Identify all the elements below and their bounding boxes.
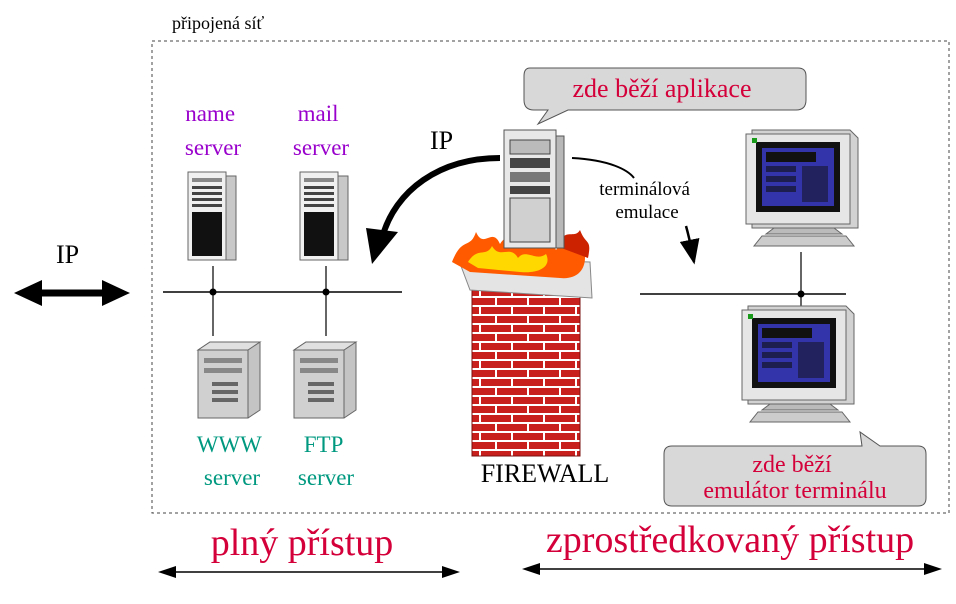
www-server-label: WWW server [197, 432, 267, 490]
firewall-brick-wall-icon [457, 257, 593, 457]
ip-curved-arrow [379, 155, 501, 239]
ftp-server-box-icon [293, 341, 357, 419]
ftp-server-label: FTP server [298, 432, 355, 490]
svg-text:zde běží aplikace: zde běží aplikace [573, 74, 752, 103]
application-bubble: zde běží aplikace [523, 67, 807, 126]
svg-text:zde běží emulátor termin: zde běží emulátor terminálu [703, 452, 886, 504]
mail-server-label: mail server [293, 101, 350, 160]
desktop-computer-icon-bottom [741, 305, 855, 423]
emulator-bubble: zde běží emulátor terminálu [663, 430, 927, 507]
mediated-access-label: zprostředkovaný přístup [546, 519, 914, 561]
www-server-box-icon [197, 341, 261, 419]
name-server-tower-icon [187, 171, 237, 261]
desktop-computer-icon-top [745, 129, 859, 247]
name-server-label: name server [185, 101, 242, 160]
mail-server-tower-icon [299, 171, 349, 261]
mediated-access-arrow [522, 563, 942, 575]
bidirectional-arrow-icon [14, 280, 130, 306]
network-boundary [151, 40, 950, 514]
full-access-label: plný přístup [211, 522, 394, 564]
terminal-emulation-label: terminálová emulace [599, 179, 695, 223]
network-label: připojená síť [172, 13, 264, 33]
full-access-arrow [158, 566, 460, 578]
gateway-rack-server-icon [503, 129, 565, 249]
curve-ip-label: IP [430, 126, 453, 155]
left-ip-label: IP [56, 240, 79, 269]
firewall-label: FIREWALL [481, 459, 610, 488]
flame-icon [452, 230, 590, 279]
